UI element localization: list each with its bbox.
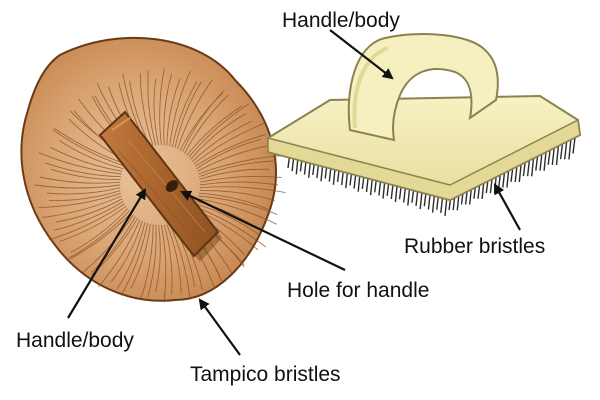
label-tampico-bristles: Tampico bristles xyxy=(190,364,341,385)
label-rubber-bristles: Rubber bristles xyxy=(404,236,545,257)
label-left-handle: Handle/body xyxy=(16,330,134,351)
tampico-brush xyxy=(21,38,285,303)
rubber-bristle xyxy=(565,141,567,159)
rubber-bristle xyxy=(557,145,559,165)
label-right-handle: Handle/body xyxy=(282,10,400,31)
arrow-tampico xyxy=(200,300,240,355)
label-hole-for-handle: Hole for handle xyxy=(287,280,429,301)
rubber-bristle xyxy=(573,138,575,154)
arrow-rubber xyxy=(495,185,520,230)
rubber-bristle xyxy=(569,139,571,159)
rubber-brush xyxy=(268,34,580,216)
